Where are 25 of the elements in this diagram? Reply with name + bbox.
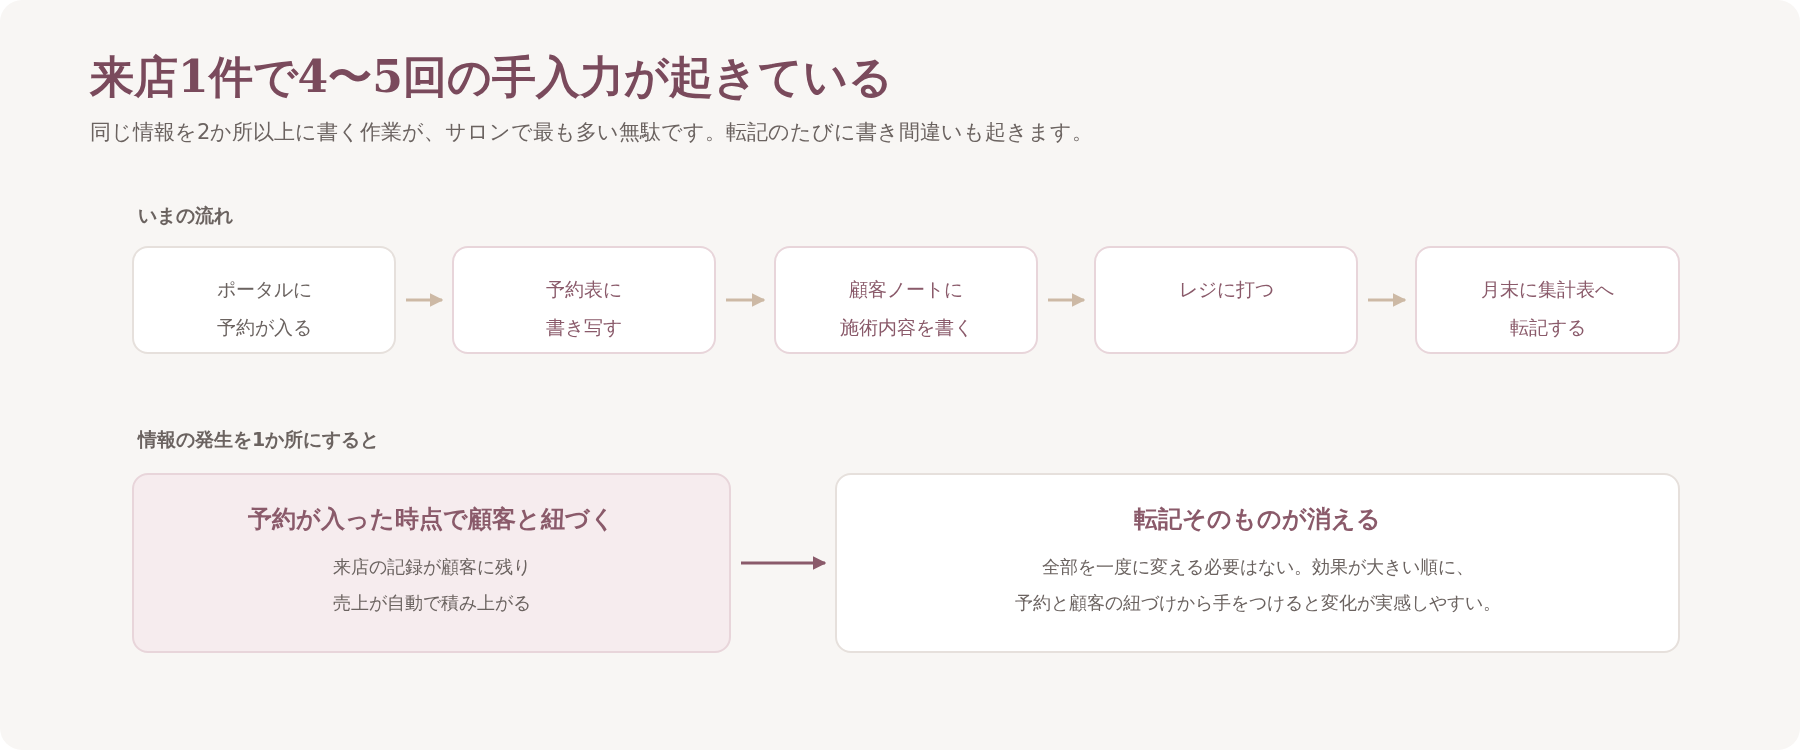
box-heading: 転記そのものが消える [1134, 504, 1381, 535]
box-text: 顧客ノートに施術内容を書く [839, 277, 973, 340]
process-box [774, 246, 1038, 354]
box-text: 全部を一度に変える必要はない。効果が大きい順に、予約と顧客の紐づけから手をつけると変化が実感しやすい。 [1014, 555, 1501, 615]
arrow [1048, 293, 1086, 307]
section-heading: いまの流れ [138, 203, 233, 228]
arrow [406, 293, 444, 307]
box-text: レジに打つ [1178, 277, 1274, 302]
process-box [452, 246, 716, 354]
process-box [1094, 246, 1358, 354]
box-text: ポータルに予約が入る [216, 277, 312, 340]
process-box [132, 246, 396, 354]
section-heading: 情報の発生を1か所にすると [138, 427, 380, 452]
box-heading: 予約が入った時点で顧客と紐づく [248, 504, 615, 535]
box-text: 予約表に書き写す [546, 277, 622, 340]
result-box [835, 473, 1680, 653]
box-text: 月末に集計表へ転記する [1481, 277, 1614, 340]
subtitle: 同じ情報を2か所以上に書く作業が、サロンで最も多い無駄です。転記のたびに書き間違いも起きます。 [90, 119, 1094, 146]
process-box [1415, 246, 1680, 354]
arrow [726, 293, 766, 307]
arrow [741, 556, 827, 570]
box-text: 来店の記録が顧客に残り売上が自動で積み上がる [332, 555, 531, 615]
result-box [132, 473, 731, 653]
title: 来店1件で4〜5回の手入力が起きている [90, 50, 893, 104]
arrow [1368, 293, 1407, 307]
